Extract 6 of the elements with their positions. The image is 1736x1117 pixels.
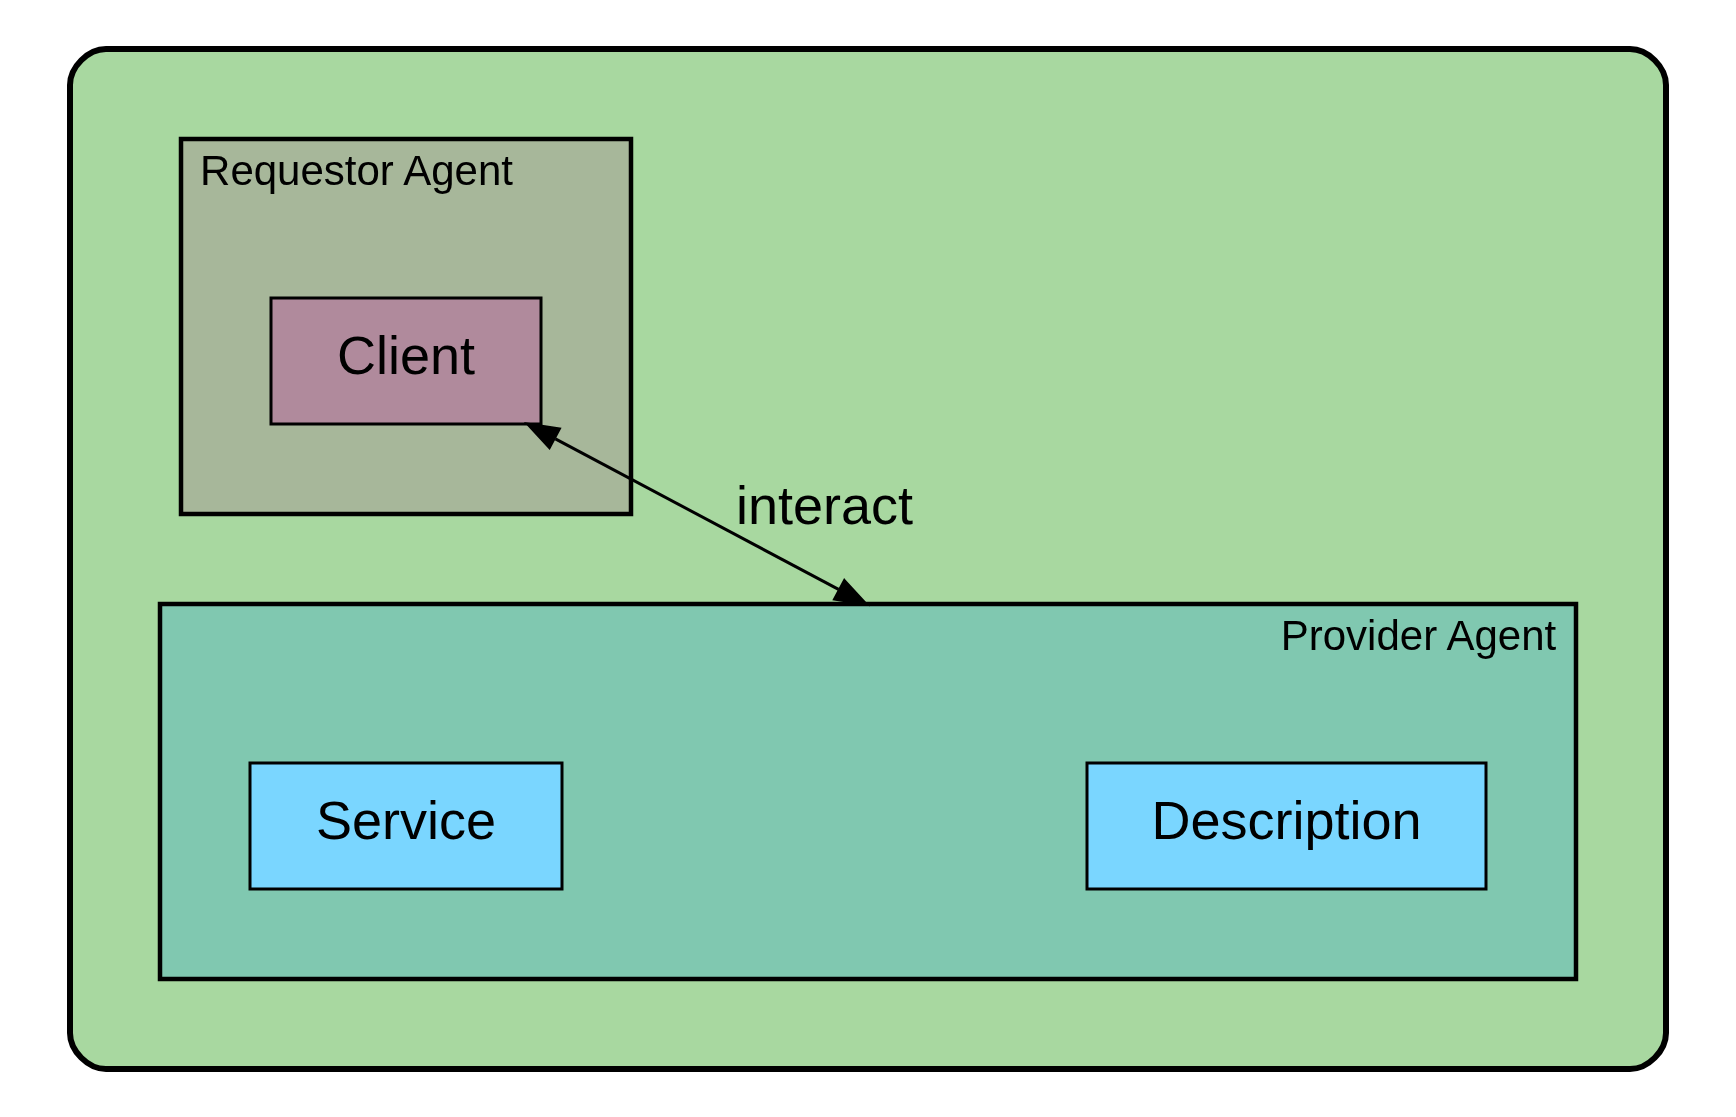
arrow (523, 421, 871, 606)
node-box: Client (269, 296, 543, 425)
cluster (67, 45, 1669, 1072)
node-box: Service (248, 761, 564, 890)
node-box: Description (1085, 761, 1488, 890)
edge-label: interact (735, 474, 914, 535)
